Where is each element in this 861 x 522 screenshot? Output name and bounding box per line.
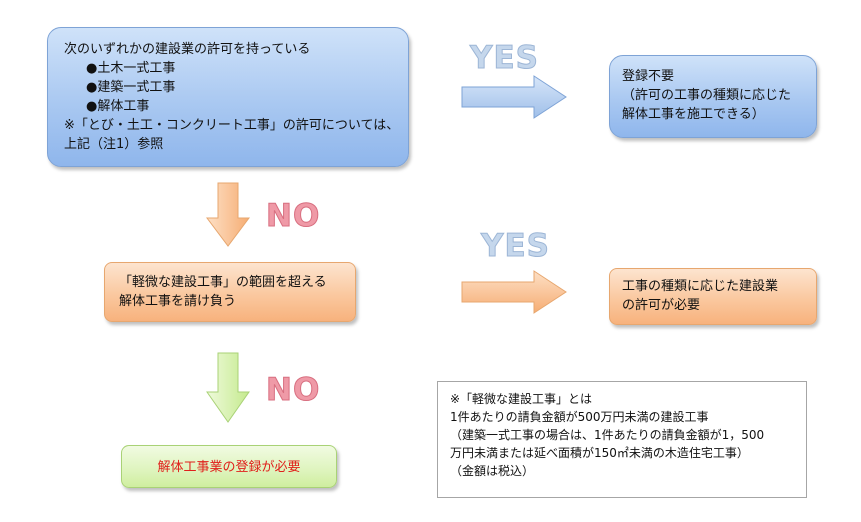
footnote-line3: （建築一式工事の場合は、1件あたりの請負金額が1，500 (450, 428, 765, 442)
question2-line1: 「軽微な建設工事」の範囲を超える (119, 275, 327, 290)
result2-line1: 工事の種類に応じた建設業 (622, 279, 779, 294)
footnote-line2: 1件あたりの請負金額が500万円未満の建設工事 (450, 410, 709, 424)
footnote-line1: ※「軽微な建設工事」とは (450, 392, 593, 406)
minor-construction-footnote: ※「軽微な建設工事」とは 1件あたりの請負金額が500万円未満の建設工事 （建築… (437, 381, 807, 498)
result-registration-required-box: 解体工事業の登録が必要 (121, 445, 337, 488)
result-permit-required-box: 工事の種類に応じた建設業 の許可が必要 (609, 268, 817, 325)
start-note-line1: ※「とび・土工・コンクリート工事」の許可については、 (64, 118, 400, 133)
result1-line1: 登録不要 (622, 69, 675, 84)
right-arrow-orange (461, 270, 567, 314)
bullet-demolition: ●解体工事 (86, 99, 150, 114)
result1-line3: 解体工事を施工できる） (622, 107, 765, 122)
question2-line2: 解体工事を請け負う (119, 294, 237, 309)
start-condition-box: 次のいずれかの建設業の許可を持っている ●土木一式工事 ●建築一式工事 ●解体工… (47, 27, 409, 167)
down-arrow-orange (206, 182, 250, 247)
start-condition-text: 次のいずれかの建設業の許可を持っている (64, 42, 311, 57)
bullet-building: ●建築一式工事 (86, 80, 176, 95)
result1-line2: （許可の工事の種類に応じた (622, 88, 792, 103)
yes-label-2: YES (481, 228, 550, 265)
bullet-civil-engineering: ●土木一式工事 (86, 61, 176, 76)
footnote-line4: 万円未満または延べ面積が150㎡未満の木造住宅工事） (450, 446, 749, 460)
result-no-registration-box: 登録不要 （許可の工事の種類に応じた 解体工事を施工できる） (609, 55, 817, 138)
yes-label-1: YES (470, 40, 539, 77)
down-arrow-green (206, 352, 250, 423)
result2-line2: の許可が必要 (622, 298, 701, 313)
right-arrow-blue (461, 75, 567, 119)
no-label-2: NO (265, 372, 321, 409)
no-label-1: NO (265, 198, 321, 235)
start-note-line2: 上記（注1）参照 (64, 137, 164, 152)
result3-text: 解体工事業の登録が必要 (157, 460, 301, 475)
footnote-line5: （金額は税込） (450, 464, 535, 478)
minor-construction-question-box: 「軽微な建設工事」の範囲を超える 解体工事を請け負う (104, 262, 356, 322)
